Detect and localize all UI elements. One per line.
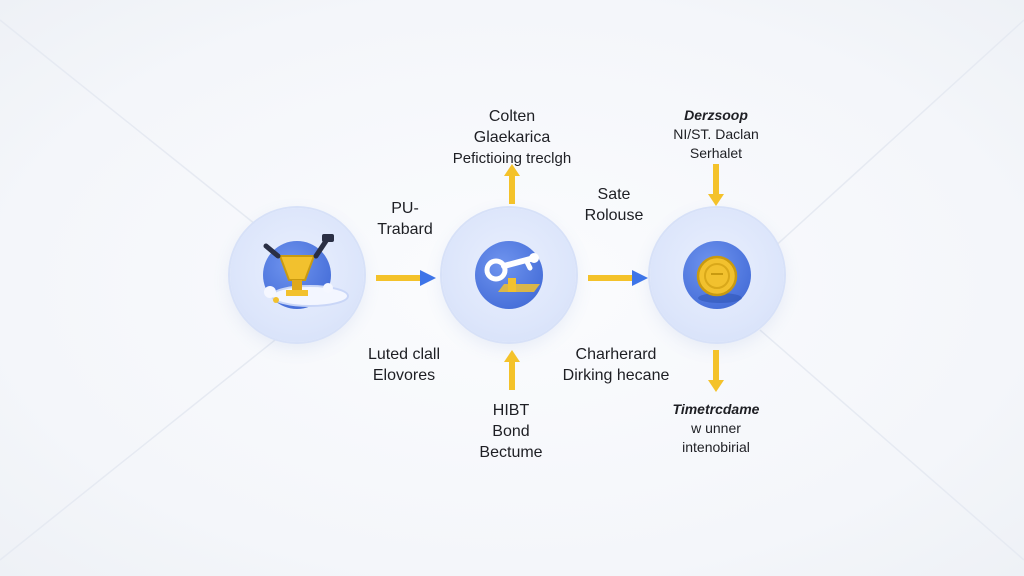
label-top-right: Derzsoop NI/ST. Daclan Serhalet: [673, 106, 759, 163]
label-line: Serhalet: [689, 145, 743, 161]
label-bottom-center: HIBT Bond Bectume: [479, 400, 542, 463]
label-line: Dirking hecane: [562, 367, 670, 384]
label-line: NI/ST. Daclan: [673, 126, 759, 142]
label-line: Pefictioing treclgh: [452, 150, 572, 167]
label-line: Sate: [597, 186, 631, 203]
arrow-right-1: [376, 270, 436, 286]
label-line: Timetrcdame: [672, 401, 760, 417]
label-line: Rolouse: [584, 207, 644, 224]
label-bottom-right: Timetrcdame w unner intenobirial: [673, 400, 760, 457]
label-line: PU-: [391, 200, 419, 217]
label-line: Derzsoop: [684, 107, 748, 123]
label-line: Bond: [492, 423, 530, 440]
label-mid-right: Sate Rolouse: [585, 184, 644, 226]
coin-icon: [696, 255, 742, 303]
label-line: Elovores: [372, 367, 436, 384]
label-bottom-mid-right: Charherard Dirking hecane: [563, 344, 670, 386]
label-line: Charherard: [575, 346, 657, 363]
label-line: intenobirial: [682, 439, 750, 455]
label-bottom-left: Luted clall Elovores: [368, 344, 440, 386]
arrow-up-bottom: [504, 350, 520, 390]
label-left-mid: PU- Trabard: [377, 198, 432, 240]
label-line: Trabard: [377, 221, 433, 238]
label-line: Bectume: [479, 444, 543, 461]
label-line: Glaekarica: [473, 129, 551, 146]
arrow-right-2: [588, 270, 648, 286]
label-line: w unner: [691, 420, 741, 436]
coin-node: [650, 208, 784, 342]
key-node: [442, 208, 576, 342]
label-line: HIBT: [492, 402, 530, 419]
label-line: Colten: [488, 108, 536, 125]
trophy-node: [230, 208, 364, 342]
arrow-down-top: [708, 164, 724, 206]
trophy-icon: [263, 234, 349, 307]
label-top-center: Colten Glaekarica Pefictioing treclgh: [453, 106, 571, 169]
arrow-down-bottom: [708, 350, 724, 392]
arrow-up-top: [504, 164, 520, 204]
label-line: Luted clall: [367, 346, 441, 363]
key-icon: [484, 253, 540, 292]
